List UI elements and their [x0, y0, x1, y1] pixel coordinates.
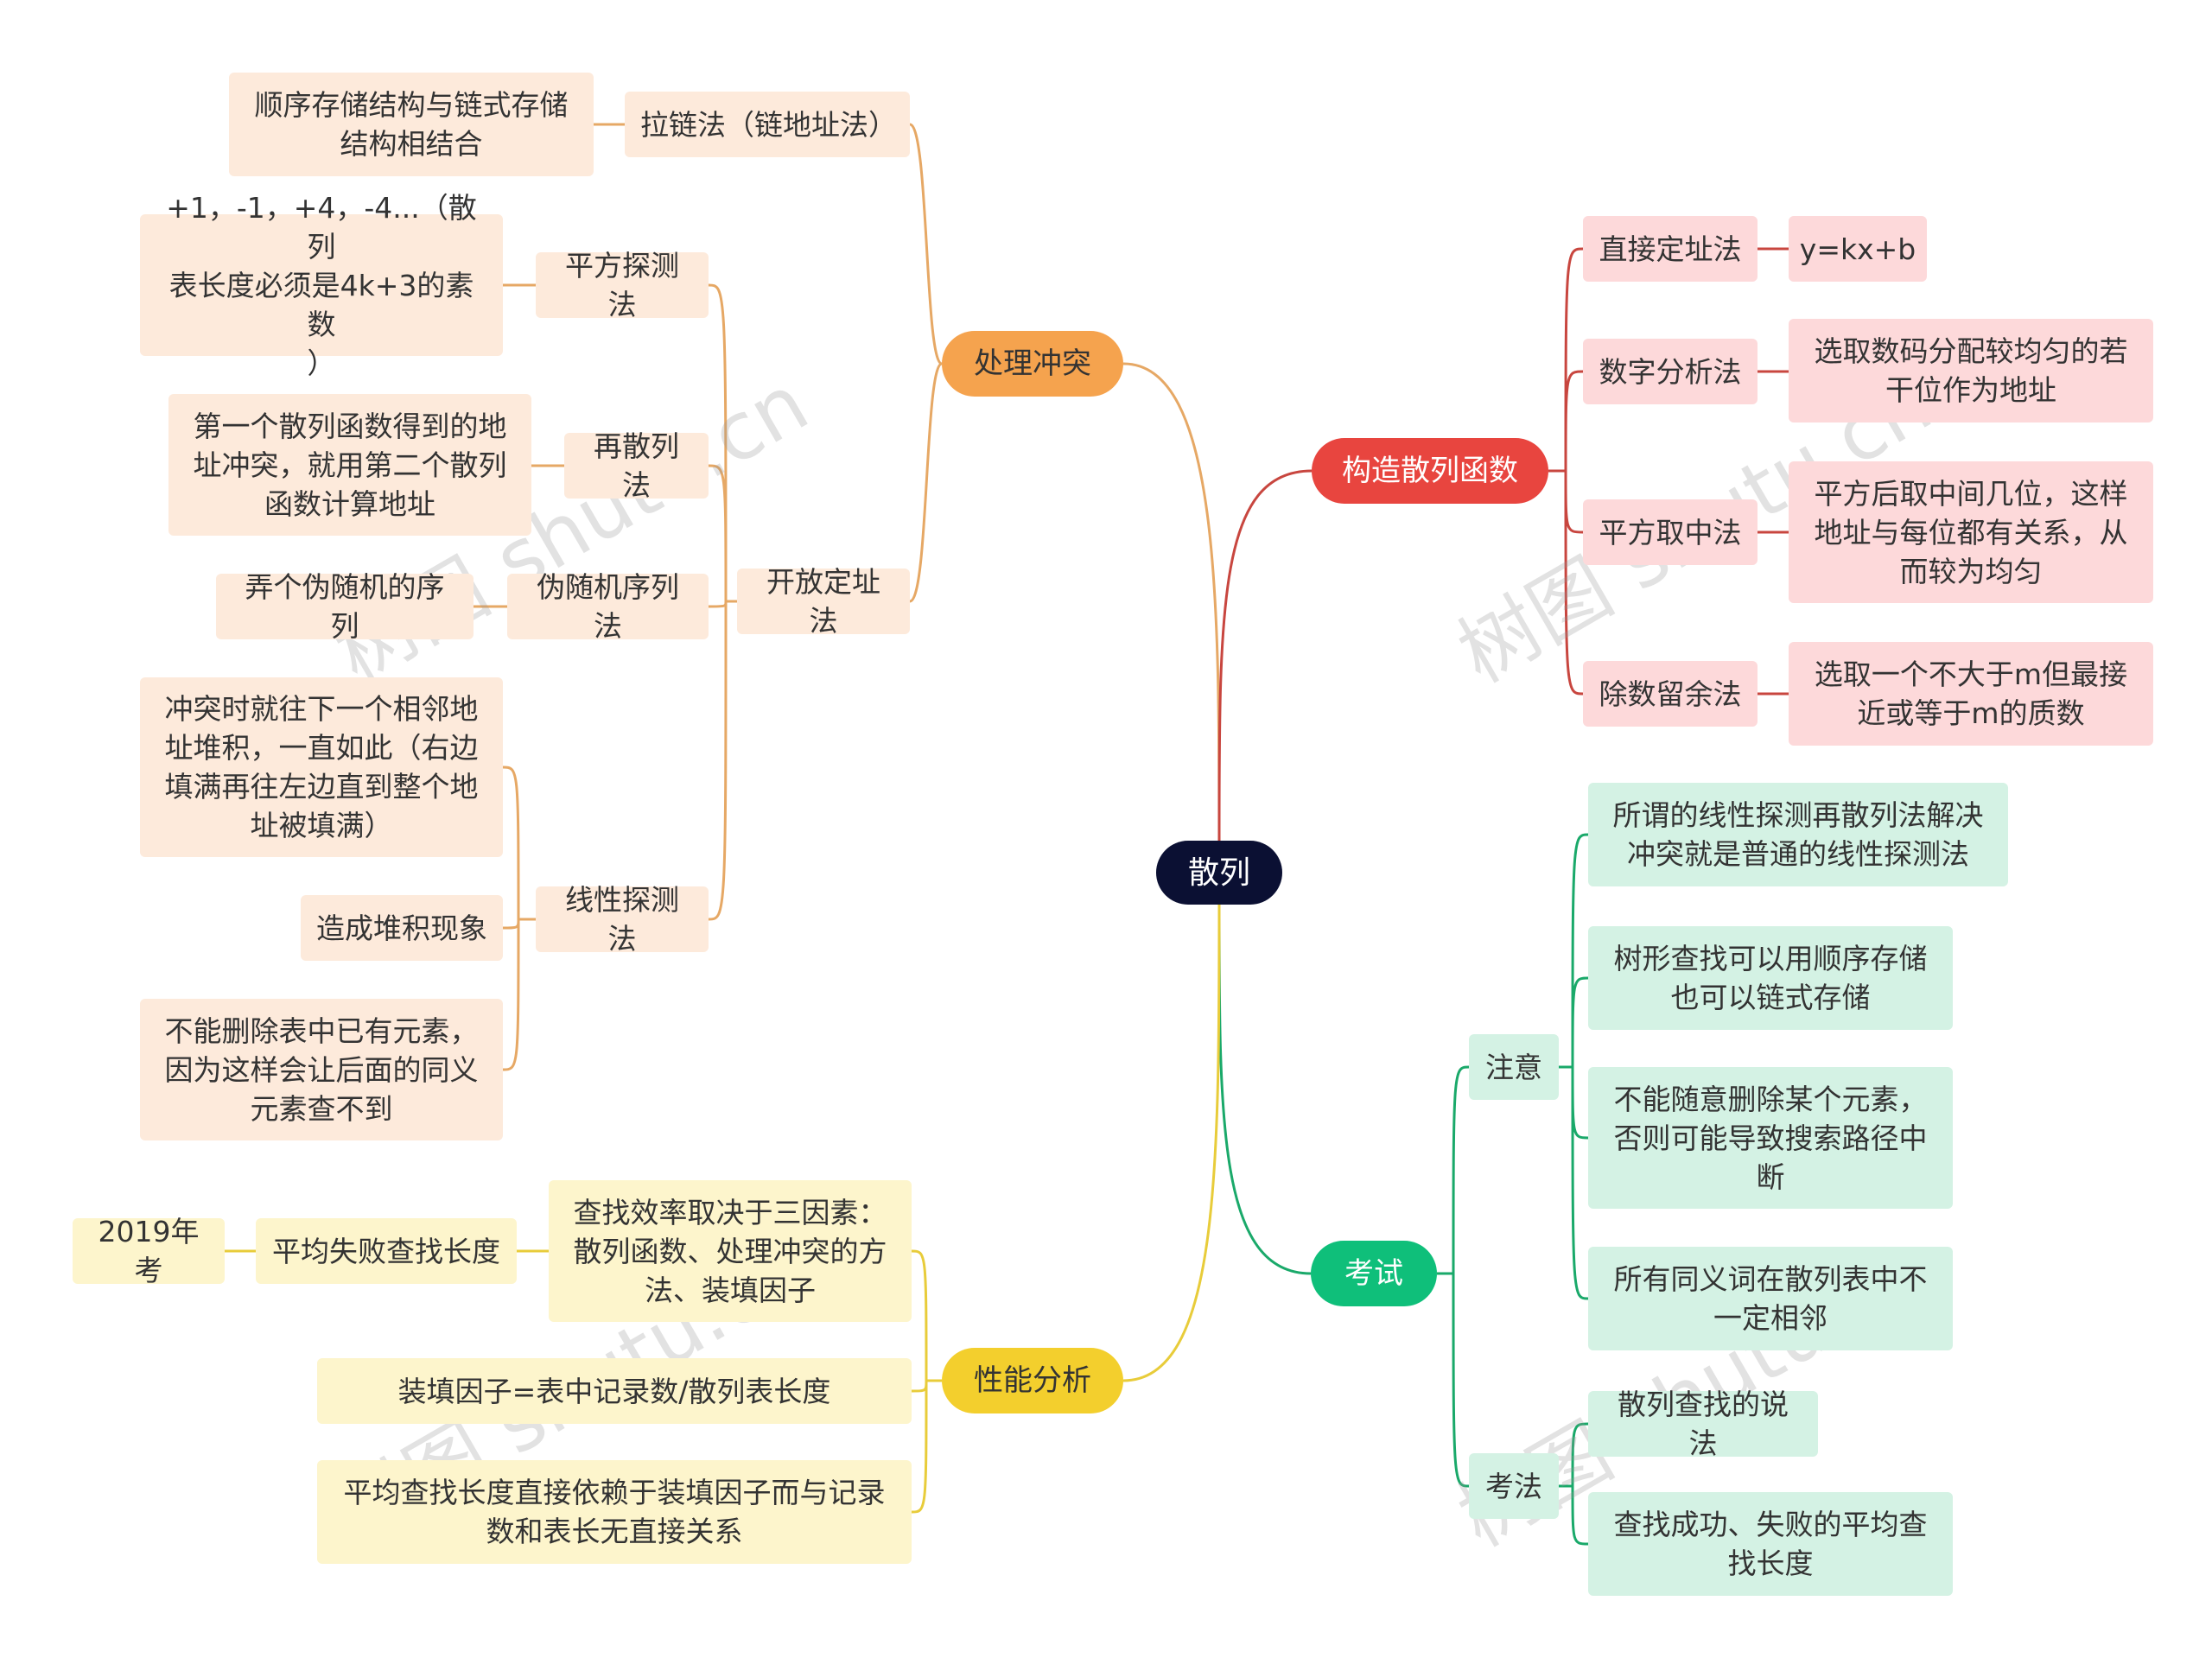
note-exam-method-2: 查找成功、失败的平均查 找长度	[1588, 1492, 1953, 1596]
node-rehashing[interactable]: 再散列法	[564, 429, 709, 502]
link-conflict-chaining	[909, 123, 944, 365]
note-pseudo-random: 弄个伪随机的序列	[216, 570, 474, 643]
node-open-addressing[interactable]: 开放定址法	[737, 565, 910, 638]
note-quadratic-probing: +1，-1，+4，-4...（散列 表长度必须是4k+3的素数 ）	[140, 191, 503, 380]
node-hash-method-2[interactable]: 数字分析法	[1583, 339, 1758, 404]
note-hash-method-2: 选取数码分配较均匀的若 干位作为地址	[1789, 319, 2153, 422]
node-attention[interactable]: 注意	[1469, 1034, 1559, 1100]
branch-exam[interactable]: 考试	[1311, 1241, 1437, 1306]
note-exam-year: 2019年考	[73, 1215, 225, 1287]
node-chaining[interactable]: 拉链法（链地址法）	[625, 92, 910, 157]
root-node[interactable]: 散列	[1156, 841, 1282, 905]
link-open-pseudo	[708, 600, 728, 608]
link-attention-1	[1571, 833, 1589, 1068]
link-hash-method-4	[1564, 470, 1584, 696]
link-root-exam	[1217, 904, 1312, 1275]
note-attention-4: 所有同义词在散列表中不 一定相邻	[1588, 1247, 1953, 1350]
link-attention-3	[1571, 1066, 1589, 1140]
note-exam-method-1: 散列查找的说法	[1588, 1388, 1818, 1460]
note-linear-probing-3: 不能删除表中已有元素， 因为这样会让后面的同义 元素查不到	[140, 999, 503, 1140]
note-attention-2: 树形查找可以用顺序存储 也可以链式存储	[1588, 926, 1953, 1030]
link-method-1	[1571, 1422, 1589, 1487]
note-rehashing: 第一个散列函数得到的地 址冲突，就用第二个散列 函数计算地址	[168, 394, 531, 536]
node-hash-method-3[interactable]: 平方取中法	[1583, 499, 1758, 565]
branch-hash-function[interactable]: 构造散列函数	[1312, 438, 1548, 504]
link-root-hash	[1217, 469, 1313, 842]
link-root-conflict	[1122, 362, 1221, 842]
link-conflict-open	[909, 362, 944, 603]
node-linear-probing[interactable]: 线性探测法	[536, 883, 709, 956]
link-hash-method-1	[1564, 247, 1584, 472]
node-efficiency[interactable]: 查找效率取决于三因素： 散列函数、处理冲突的方 法、装填因子	[549, 1180, 912, 1322]
link-linear-note-1	[502, 765, 520, 920]
link-hash-method-2	[1564, 370, 1584, 472]
note-hash-method-4: 选取一个不大于m但最接 近或等于m的质数	[1789, 642, 2153, 746]
link-attention-4	[1571, 1066, 1589, 1300]
note-hash-method-1: y=kx+b	[1789, 216, 1927, 282]
node-hash-method-4[interactable]: 除数留余法	[1583, 661, 1758, 727]
branch-performance[interactable]: 性能分析	[942, 1348, 1123, 1413]
note-linear-probing-2: 造成堆积现象	[301, 895, 503, 961]
node-quadratic-probing[interactable]: 平方探测法	[536, 249, 709, 321]
branch-conflict[interactable]: 处理冲突	[942, 331, 1123, 397]
node-pseudo-random[interactable]: 伪随机序列法	[507, 570, 709, 643]
link-attention-2	[1571, 976, 1589, 1068]
link-linear-note-3	[502, 918, 520, 1071]
link-method-2	[1571, 1485, 1589, 1546]
link-open-rehash	[708, 464, 728, 602]
node-avg-fail-length[interactable]: 平均失败查找长度	[256, 1218, 517, 1284]
note-hash-method-3: 平方后取中间几位，这样 地址与每位都有关系，从 而较为均匀	[1789, 461, 2153, 603]
note-attention-3: 不能随意删除某个元素， 否则可能导致搜索路径中 断	[1588, 1067, 1953, 1209]
node-exam-method[interactable]: 考法	[1469, 1453, 1559, 1519]
link-exam-attention	[1452, 1065, 1470, 1274]
node-avg-search-length[interactable]: 平均查找长度直接依赖于装填因子而与记录 数和表长无直接关系	[317, 1460, 912, 1564]
link-perf-efficiency	[911, 1249, 928, 1382]
link-perf-load	[911, 1380, 928, 1393]
note-chaining: 顺序存储结构与链式存储 结构相结合	[229, 73, 594, 176]
link-exam-method	[1452, 1273, 1470, 1488]
link-perf-avg	[911, 1380, 928, 1514]
link-linear-note-2	[502, 918, 520, 930]
link-open-quadratic	[708, 283, 728, 602]
note-attention-1: 所谓的线性探测再散列法解决 冲突就是普通的线性探测法	[1588, 783, 2008, 886]
node-load-factor[interactable]: 装填因子=表中记录数/散列表长度	[317, 1358, 912, 1424]
link-root-perf	[1122, 904, 1221, 1382]
link-open-linear	[708, 600, 728, 921]
note-linear-probing-1: 冲突时就往下一个相邻地 址堆积，一直如此（右边 填满再往左边直到整个地 址被填满…	[140, 677, 503, 857]
node-hash-method-1[interactable]: 直接定址法	[1583, 216, 1758, 282]
